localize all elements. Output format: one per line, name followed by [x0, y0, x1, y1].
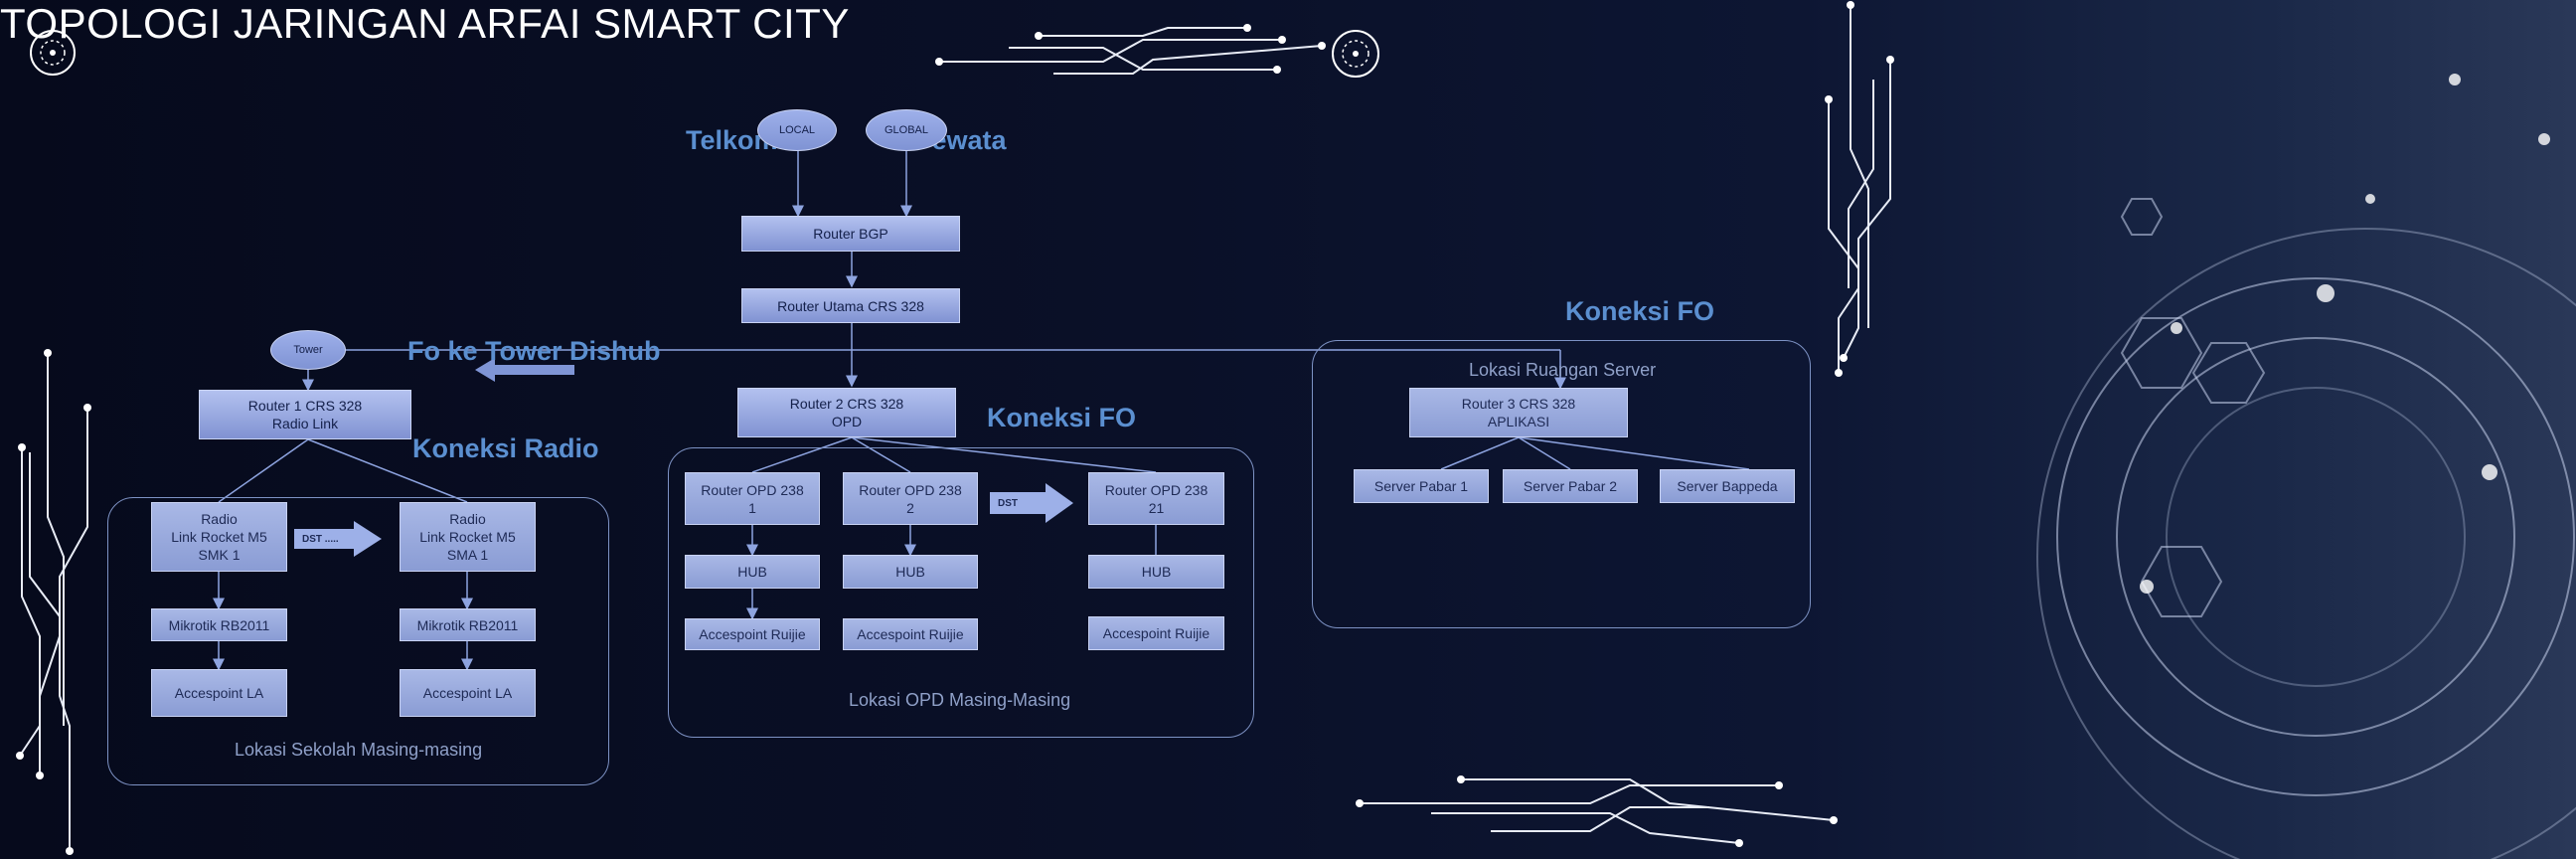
- node-router-3: Router 3 CRS 328 APLIKASI: [1409, 388, 1628, 437]
- region-opd: [668, 447, 1254, 738]
- node-mikrotik-1: Mikrotik RB2011: [151, 608, 287, 641]
- node-tower: Tower: [270, 330, 346, 370]
- node-hub-1: HUB: [685, 555, 820, 589]
- label-koneksi-fo-mid: Koneksi FO: [987, 403, 1137, 432]
- dst-opd-label: DST: [998, 497, 1018, 509]
- label-koneksi-fo-right: Koneksi FO: [1565, 296, 1715, 326]
- node-hub-3: HUB: [1088, 555, 1224, 589]
- dst-opd-arrow: [990, 483, 1073, 523]
- node-opd-2: Router OPD 238 2: [843, 472, 978, 525]
- region-label-server: Lokasi Ruangan Server: [1469, 360, 1657, 380]
- node-radio-smk: Radio Link Rocket M5 SMK 1: [151, 502, 287, 572]
- node-server-bappeda: Server Bappeda: [1660, 469, 1795, 503]
- node-hub-2: HUB: [843, 555, 978, 589]
- region-server: [1312, 340, 1811, 628]
- node-opd-1: Router OPD 238 1: [685, 472, 820, 525]
- node-opd-21: Router OPD 238 21: [1088, 472, 1224, 525]
- node-ruijie-1: Accespoint Ruijie: [685, 618, 820, 650]
- node-router-bgp: Router BGP: [741, 216, 960, 252]
- node-router-utama: Router Utama CRS 328: [741, 288, 960, 323]
- node-ruijie-3: Accespoint Ruijie: [1088, 616, 1224, 650]
- node-ruijie-2: Accespoint Ruijie: [843, 618, 978, 650]
- fo-tower-arrow: [475, 358, 574, 382]
- region-label-opd: Lokasi OPD Masing-Masing: [849, 690, 1071, 710]
- node-server-pabar-1: Server Pabar 1: [1354, 469, 1489, 503]
- node-router-2: Router 2 CRS 328 OPD: [737, 388, 956, 437]
- node-mikrotik-2: Mikrotik RB2011: [400, 608, 536, 641]
- label-fo-tower: Fo ke Tower Dishub: [407, 336, 661, 366]
- region-label-sekolah: Lokasi Sekolah Masing-masing: [235, 740, 483, 760]
- dst-radio-label: DST .....: [302, 533, 339, 545]
- brain-circuit-icon: [28, 28, 78, 78]
- dst-radio-arrow: [294, 521, 382, 557]
- label-koneksi-radio: Koneksi Radio: [412, 433, 599, 463]
- node-router-1: Router 1 CRS 328 Radio Link: [199, 390, 411, 439]
- node-radio-sma: Radio Link Rocket M5 SMA 1: [400, 502, 536, 572]
- region-sekolah: [107, 497, 609, 785]
- brain-circuit-icon: [1330, 28, 1381, 80]
- node-server-pabar-2: Server Pabar 2: [1503, 469, 1638, 503]
- node-local: LOCAL: [757, 109, 837, 151]
- page-title: TOPOLOGI JARINGAN ARFAI SMART CITY: [0, 0, 850, 47]
- node-ap-la-1: Accespoint LA: [151, 669, 287, 717]
- node-ap-la-2: Accespoint LA: [400, 669, 536, 717]
- node-global: GLOBAL: [866, 109, 947, 151]
